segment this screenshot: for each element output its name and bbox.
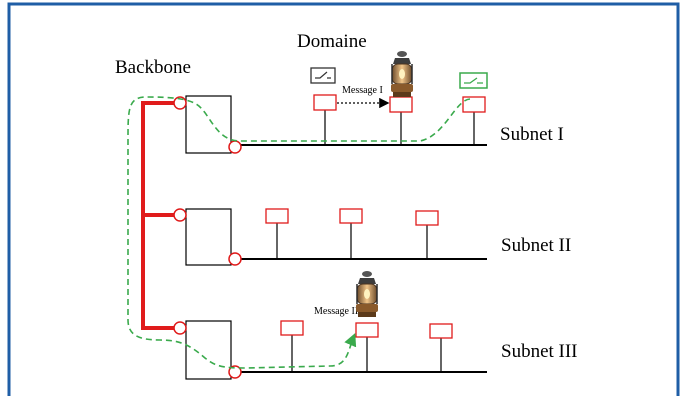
router-2-subnet-port — [228, 252, 242, 266]
router-2 — [185, 208, 232, 266]
router-1-subnet-port — [228, 140, 242, 154]
backbone-label: Backbone — [115, 57, 191, 78]
node — [415, 210, 439, 226]
node — [265, 208, 289, 224]
subnet-2-label: Subnet II — [501, 235, 571, 256]
node — [429, 323, 453, 339]
lantern-icon — [355, 270, 379, 318]
node — [313, 94, 337, 111]
diagram-frame — [7, 2, 680, 396]
node — [280, 320, 304, 336]
node — [389, 96, 413, 113]
lantern-icon — [390, 50, 414, 98]
router-3-subnet-port — [228, 365, 242, 379]
router-3 — [185, 320, 232, 380]
node — [339, 208, 363, 224]
message-1-route — [127, 96, 471, 369]
node — [462, 96, 486, 113]
node — [355, 322, 379, 338]
router-2-backbone-port — [173, 208, 187, 222]
router-3-backbone-port — [173, 321, 187, 335]
subnet-2-nodes — [265, 208, 439, 259]
switch-icon — [459, 72, 488, 89]
switch-icon — [310, 67, 336, 84]
domain-label: Domaine — [297, 31, 367, 52]
subnet-1-nodes — [313, 94, 486, 145]
message-2-label: Message II — [314, 306, 358, 317]
message-1-label: Message I — [342, 85, 383, 96]
subnet-3-nodes — [280, 320, 453, 372]
subnet-3-label: Subnet III — [501, 341, 578, 362]
subnet-1-label: Subnet I — [500, 124, 564, 145]
router-1 — [185, 95, 232, 154]
